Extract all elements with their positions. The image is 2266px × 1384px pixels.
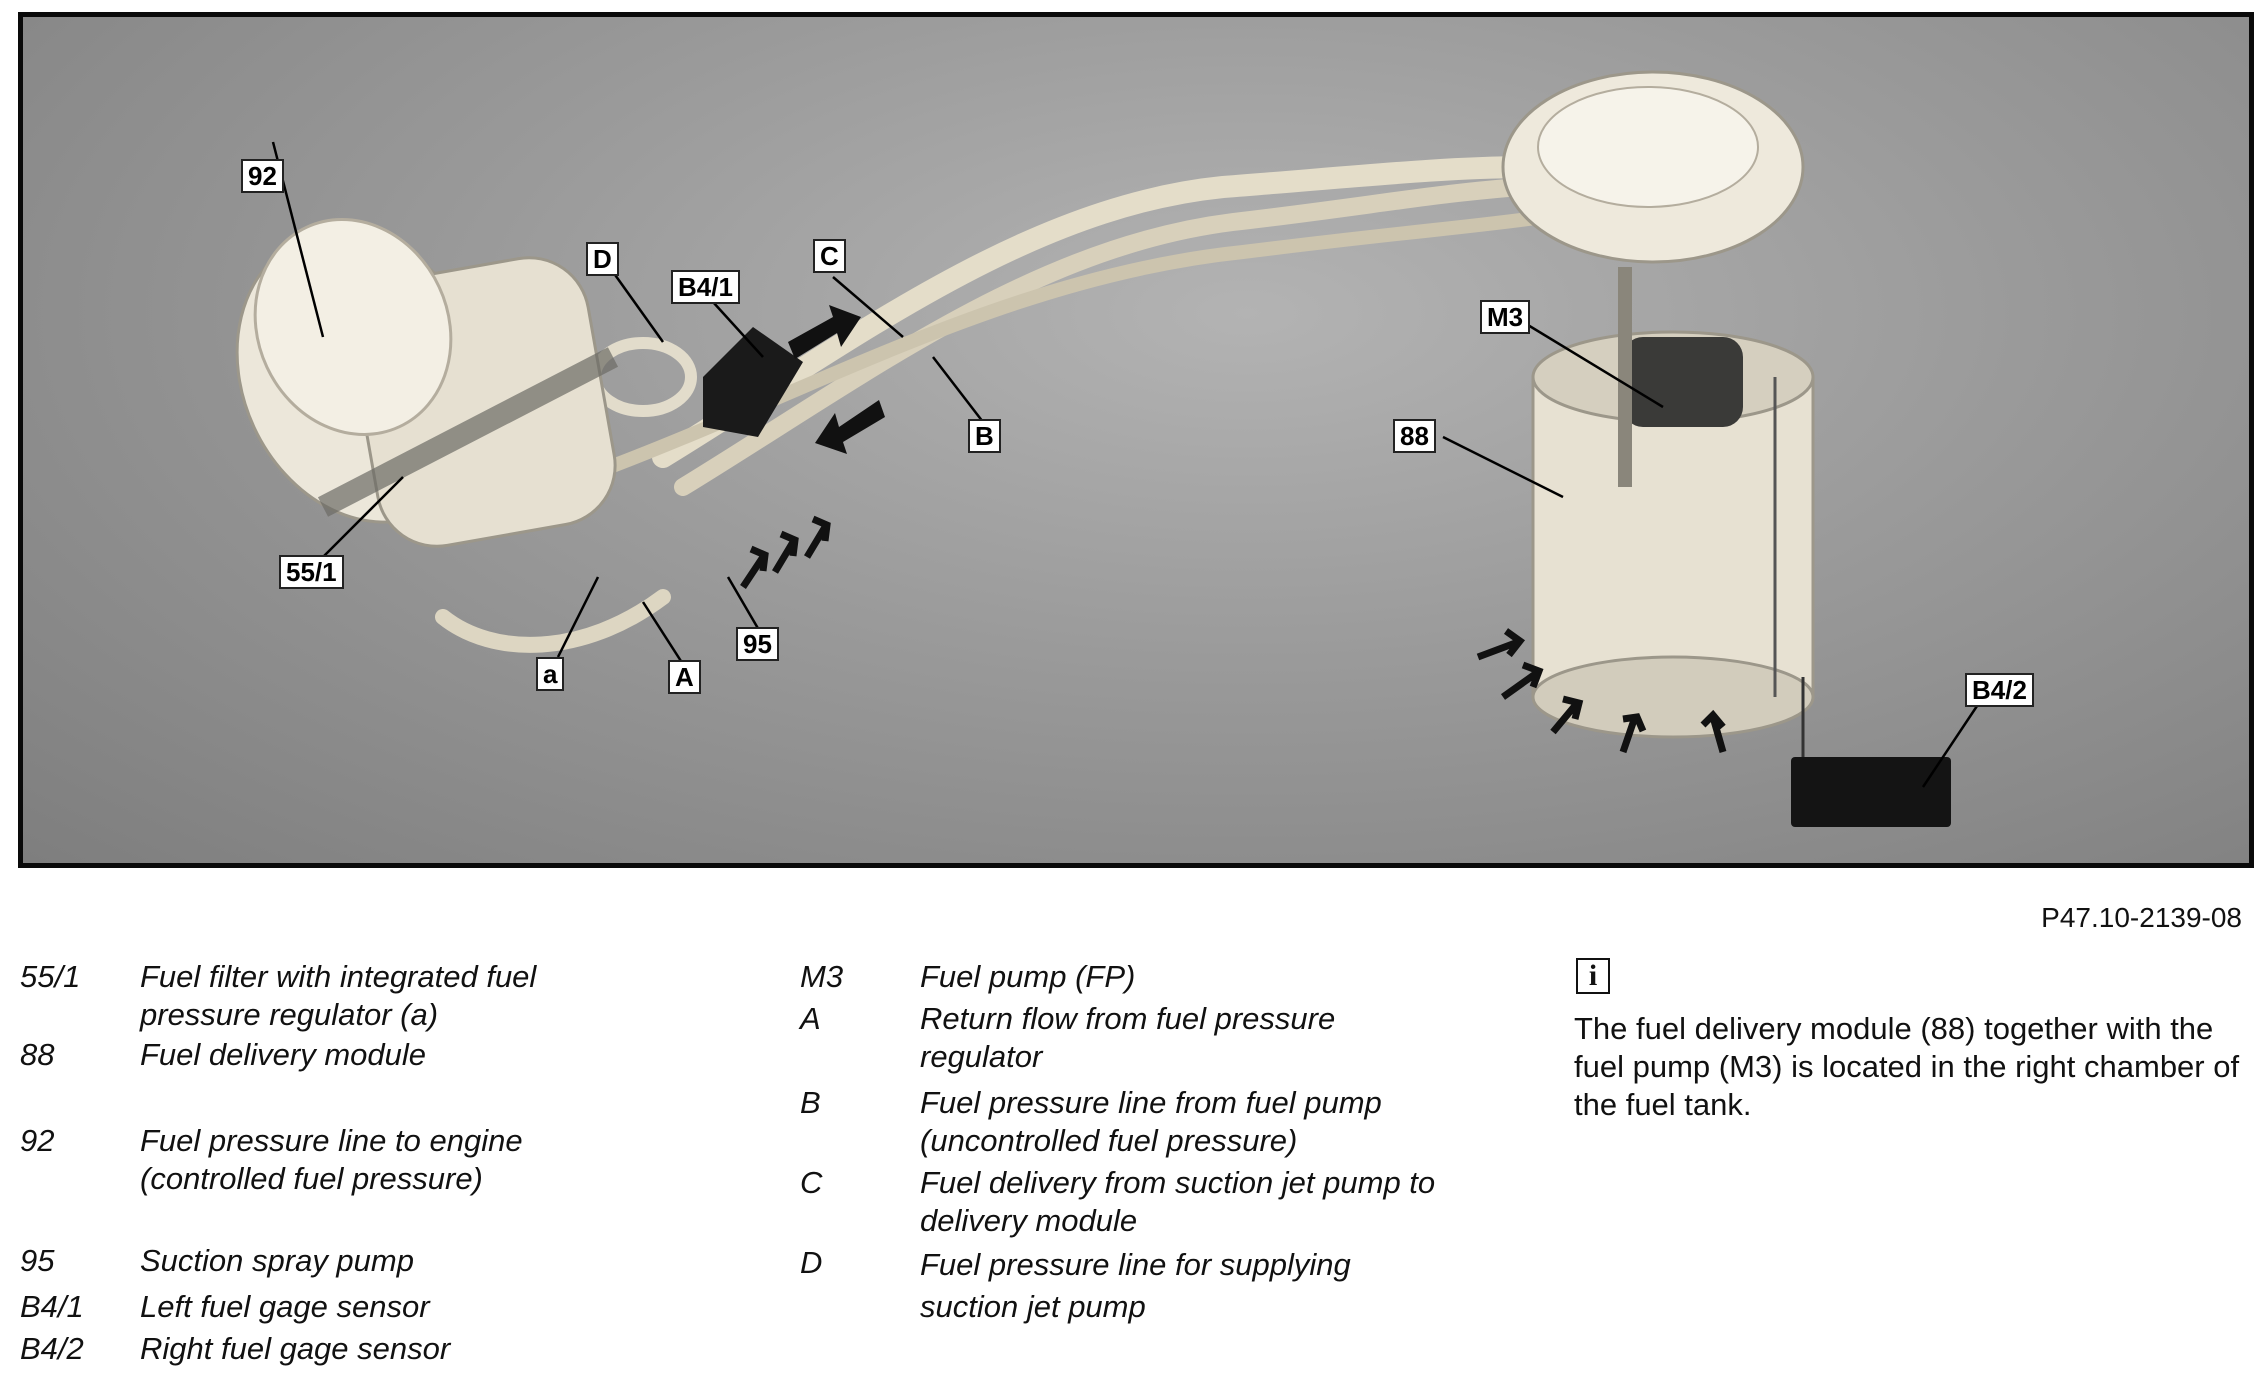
legend-description: Fuel pump (FP) — [920, 959, 1136, 994]
legend-item: 92 Fuel pressure line to engine (control… — [20, 1122, 760, 1242]
legend-description: Suction spray pump — [140, 1243, 414, 1278]
legend-description: Fuel delivery from suction jet pump to d… — [920, 1165, 1436, 1238]
legend-item: A Return flow from fuel pressure regulat… — [800, 1000, 1520, 1084]
legend-description: Fuel pressure line for supplying suction… — [920, 1247, 1351, 1324]
delivery-module-flange — [1501, 70, 1805, 264]
legend-description: Fuel pressure line to engine (controlled… — [140, 1123, 523, 1196]
callout-b4-2: B4/2 — [1965, 673, 2034, 707]
legend-item: B Fuel pressure line from fuel pump (unc… — [800, 1084, 1520, 1164]
legend-description: Fuel filter with integrated fuel pressur… — [140, 959, 537, 1032]
callout-92: 92 — [241, 159, 284, 193]
legend-code: C — [800, 1165, 823, 1200]
legend-item: C Fuel delivery from suction jet pump to… — [800, 1164, 1520, 1244]
legend-item: D Fuel pressure line for supplying sucti… — [800, 1244, 1520, 1324]
callout-c: C — [813, 239, 846, 273]
legend-item: M3 Fuel pump (FP) — [800, 958, 1520, 1000]
legend-code: D — [800, 1245, 823, 1280]
legend-item: B4/2 Right fuel gage sensor — [20, 1330, 760, 1372]
callout-a-upper: A — [668, 660, 701, 694]
right-fuel-gage-sensor-shape — [1791, 757, 1951, 827]
inlet-arrows — [740, 515, 1727, 754]
fuel-system-illustration — [235, 70, 1985, 827]
fuel-lines — [435, 156, 1550, 653]
info-note: The fuel delivery module (88) together w… — [1574, 1011, 2240, 1122]
legend-code: 55/1 — [20, 959, 81, 994]
legend-code: B — [800, 1085, 821, 1120]
callout-95: 95 — [736, 627, 779, 661]
left-fuel-gage-sensor-shape — [703, 327, 803, 437]
legend-description: Fuel pressure line from fuel pump (uncon… — [920, 1085, 1382, 1158]
legend-code: B4/1 — [20, 1289, 84, 1324]
legend-item: 88 Fuel delivery module — [20, 1036, 760, 1122]
legend-item: 95 Suction spray pump — [20, 1242, 760, 1288]
legend-code: B4/2 — [20, 1331, 84, 1366]
legend-code: 95 — [20, 1243, 55, 1278]
legend-code: M3 — [800, 959, 844, 994]
fuel-delivery-module — [1531, 267, 1815, 739]
legend-description: Fuel delivery module — [140, 1037, 427, 1072]
legend-description: Left fuel gage sensor — [140, 1289, 430, 1324]
callout-b: B — [968, 419, 1001, 453]
info-icon: i — [1576, 958, 1610, 994]
legend-code: 92 — [20, 1123, 55, 1158]
callout-88: 88 — [1393, 419, 1436, 453]
legend-code: A — [800, 1001, 821, 1036]
legend-code: 88 — [20, 1037, 55, 1072]
flow-arrows — [788, 305, 885, 454]
callout-55-1: 55/1 — [279, 555, 344, 589]
legend-description: Right fuel gage sensor — [140, 1331, 451, 1366]
callout-d: D — [586, 242, 619, 276]
legend-item: B4/1 Left fuel gage sensor — [20, 1288, 760, 1330]
component-photo: 92 D B4/1 C B 55/1 a A 95 M3 88 B4/2 — [18, 12, 2254, 868]
legend-description: Return flow from fuel pressure regulator — [920, 1001, 1336, 1074]
callout-a-lower: a — [536, 657, 565, 691]
legend-left-column: 55/1 Fuel filter with integrated fuel pr… — [20, 958, 760, 1372]
legend-middle-column: M3 Fuel pump (FP) A Return flow from fue… — [800, 958, 1520, 1324]
callout-m3: M3 — [1480, 300, 1531, 334]
fuel-filter — [235, 218, 619, 548]
callout-b4-1: B4/1 — [671, 270, 740, 304]
legend-item: 55/1 Fuel filter with integrated fuel pr… — [20, 958, 760, 1036]
photo-reference-id: P47.10-2139-08 — [2041, 902, 2242, 933]
